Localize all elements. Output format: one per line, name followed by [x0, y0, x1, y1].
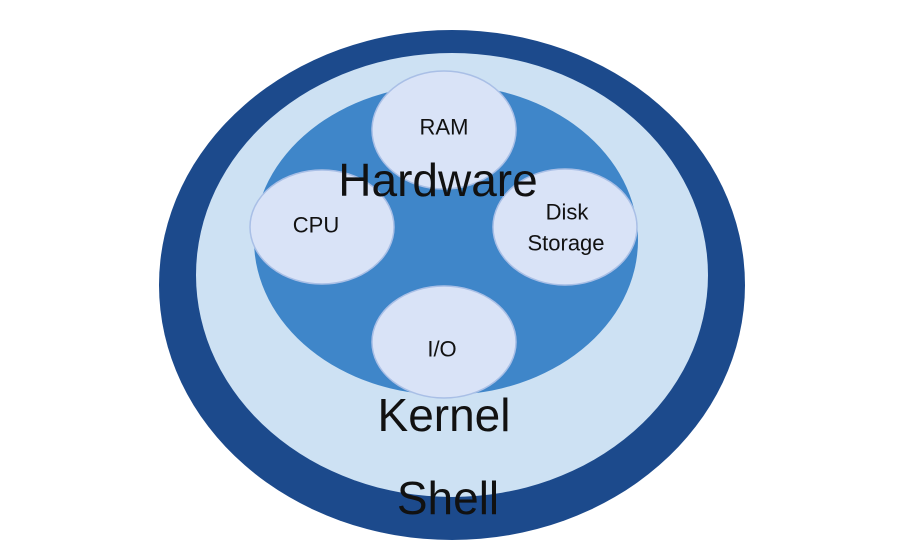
ram-label: RAM [420, 115, 469, 140]
cpu-node [249, 169, 395, 285]
disk-label-line2: Storage [527, 231, 604, 256]
hardware-label: Hardware [338, 154, 537, 206]
io-node [371, 285, 517, 399]
disk-storage-node [492, 168, 638, 286]
ram-node [371, 70, 517, 190]
disk-label-line1: Disk [546, 200, 590, 225]
io-label: I/O [427, 337, 456, 362]
kernel-label: Kernel [378, 389, 511, 441]
cpu-label: CPU [293, 213, 339, 238]
hardware-layer [254, 85, 638, 395]
shell-label: Shell [397, 472, 499, 524]
